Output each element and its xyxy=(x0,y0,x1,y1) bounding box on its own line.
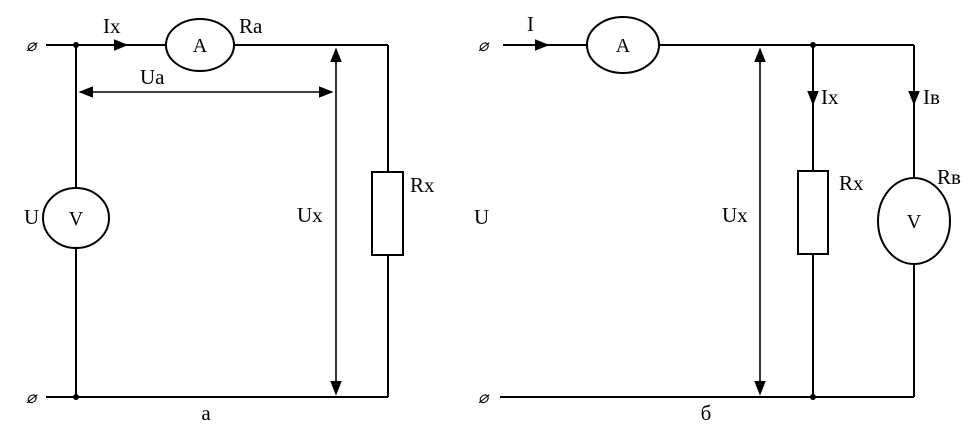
circuit-b-caption: б xyxy=(701,401,712,425)
circuit-a-ammeter xyxy=(165,18,235,72)
circuit-a-current-label: Ix xyxy=(103,14,121,38)
circuit-a-voltmeter-letter: V xyxy=(69,208,84,230)
circuit-a-load-resistance-label: Rx xyxy=(410,173,435,197)
circuit-b-voltmeter-resistance-label: Rв xyxy=(937,165,961,189)
circuit-b-supply-voltage-label: U xyxy=(474,205,489,229)
circuit-a-input-terminal-top: ⌀ xyxy=(26,36,38,56)
circuit-a-wires xyxy=(46,42,389,400)
circuit-b-input-terminal-top: ⌀ xyxy=(478,36,490,56)
circuit-b-ammeter-letter: A xyxy=(616,35,631,57)
circuit-b-load-current-label: Ix xyxy=(821,85,839,109)
circuit-b-voltmeter-letter: V xyxy=(907,211,922,233)
circuit-b-voltmeter xyxy=(877,177,951,265)
circuit-b-ammeter xyxy=(586,16,660,74)
circuit-a: ⌀ ⌀ Ix A Ra Ua V U Ux Rx а xyxy=(24,14,435,425)
circuit-b: ⌀ ⌀ I A U Ux Ix Iв Rx V Rв б xyxy=(474,12,961,425)
circuit-a-load-voltage-label: Ux xyxy=(297,203,323,227)
circuit-a-ammeter-resistance-label: Ra xyxy=(239,14,263,38)
circuit-b-voltmeter-current-label: Iв xyxy=(923,85,940,109)
circuit-b-resistor xyxy=(797,170,829,255)
circuit-a-ammeter-voltage-label: Ua xyxy=(140,65,165,89)
circuit-a-voltmeter xyxy=(42,187,110,249)
circuit-b-load-voltage-label: Ux xyxy=(722,203,748,227)
circuit-a-input-terminal-bottom: ⌀ xyxy=(26,388,38,408)
circuit-a-ammeter-letter: A xyxy=(193,35,208,57)
circuit-b-current-label: I xyxy=(527,12,534,36)
circuit-b-load-resistance-label: Rx xyxy=(839,171,864,195)
circuit-b-wires xyxy=(500,42,915,400)
circuit-a-supply-voltage-label: U xyxy=(24,205,39,229)
circuit-a-resistor xyxy=(371,171,404,256)
circuit-b-input-terminal-bottom: ⌀ xyxy=(478,388,490,408)
circuit-a-caption: а xyxy=(201,401,211,425)
